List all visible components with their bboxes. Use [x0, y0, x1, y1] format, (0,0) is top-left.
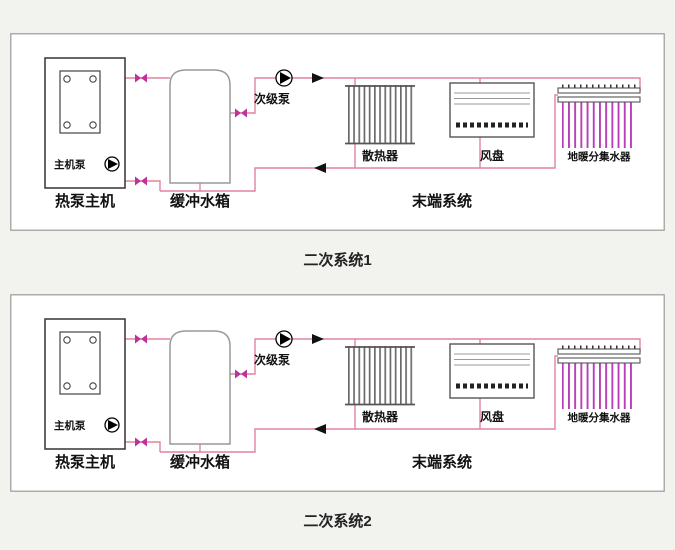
diagram-panel-1: 主机泵 热泵主机 缓冲水箱 次级泵 散热器 风盘 地暖分集水器 末端系统	[10, 33, 665, 231]
diagram-panel-2: 主机泵 热泵主机 缓冲水箱 次级泵 散热器 风盘 地暖分集水器 末端系统	[10, 294, 665, 492]
main-pump-label: 主机泵	[54, 419, 86, 432]
terminal-system-label: 末端系统	[412, 192, 472, 210]
secondary-pump-label: 次级泵	[254, 91, 290, 106]
radiator-label: 散热器	[362, 148, 399, 163]
main-pump-label: 主机泵	[54, 158, 86, 171]
terminal-system-label: 末端系统	[412, 453, 472, 471]
caption-secondary-system-2: 二次系统2	[303, 513, 372, 530]
manifold-label: 地暖分集水器	[568, 411, 631, 424]
page: 主机泵 热泵主机 缓冲水箱 次级泵 散热器 风盘 地暖分集水器 末端系统 二次系…	[0, 0, 675, 530]
heat-pump-label: 热泵主机	[55, 192, 115, 210]
buffer-tank-label: 缓冲水箱	[170, 192, 230, 210]
caption-secondary-system-1: 二次系统1	[303, 252, 372, 269]
system-diagram-2: 主机泵 热泵主机 缓冲水箱 次级泵 散热器 风盘 地暖分集水器 末端系统	[10, 294, 665, 492]
buffer-tank-label: 缓冲水箱	[170, 453, 230, 471]
radiator-label: 散热器	[362, 409, 399, 424]
manifold-label: 地暖分集水器	[568, 150, 631, 163]
fan-coil-label: 风盘	[480, 148, 504, 163]
heat-pump-label: 热泵主机	[55, 453, 115, 471]
fan-coil-label: 风盘	[480, 409, 504, 424]
secondary-pump-label: 次级泵	[254, 352, 290, 367]
system-diagram-1: 主机泵 热泵主机 缓冲水箱 次级泵 散热器 风盘 地暖分集水器 末端系统	[10, 33, 665, 231]
